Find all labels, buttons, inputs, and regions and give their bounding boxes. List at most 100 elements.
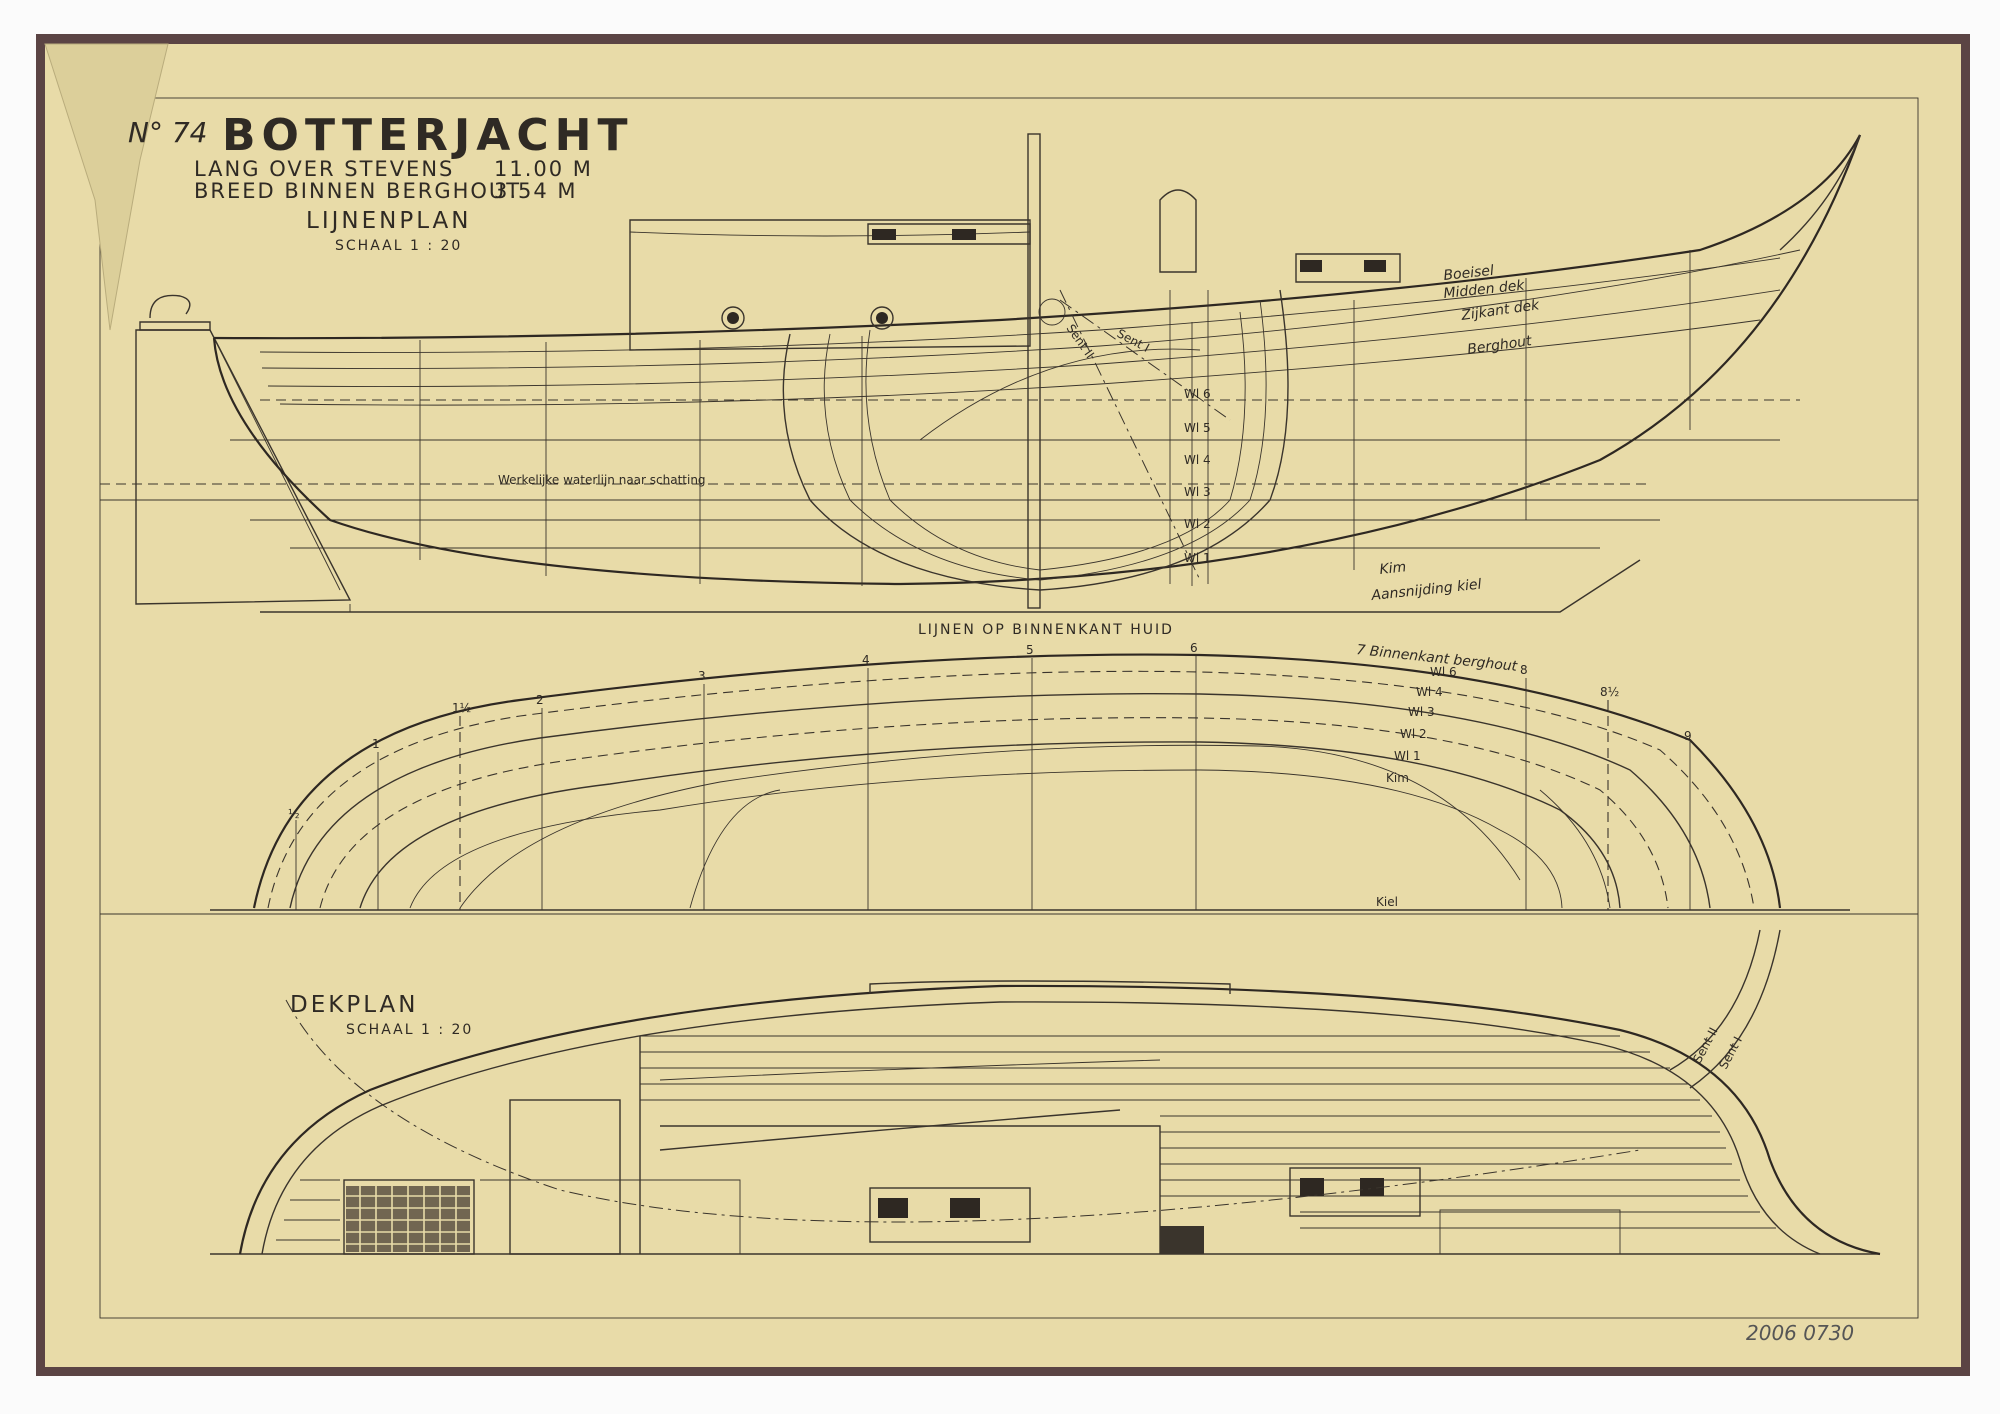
spec-beam-label: BREED BINNEN BERGHOUT — [194, 179, 521, 203]
mast — [1027, 133, 1041, 609]
deck-skylight-aft — [869, 1187, 1031, 1243]
hb-station-label-2: 2 — [536, 693, 544, 707]
forward-hatch — [1295, 253, 1401, 283]
porthole-2-glass — [876, 312, 888, 324]
body-section-aft-3 — [865, 329, 1041, 571]
boeisel-line — [259, 257, 1781, 353]
deckhouse — [629, 219, 1031, 351]
title-block: N° 74 BOTTERJACHT LANG OVER STEVENS 11.0… — [128, 110, 627, 254]
hb-wl-4 — [289, 692, 1711, 909]
deck-diagonal — [285, 999, 1641, 1223]
deck-skylight-fwd-pane-1 — [1300, 1178, 1324, 1196]
hb-station-label-1-5: 1½ — [452, 701, 471, 715]
hb-label-wl-6: Wl 6 — [1430, 665, 1457, 679]
hb-wl-6 — [267, 670, 1755, 909]
deck-skylight-aft-pane-2 — [950, 1198, 980, 1218]
grating-pattern — [346, 1186, 470, 1252]
label-wl-5: Wl 5 — [1184, 421, 1211, 435]
cabin-sill — [659, 1059, 1161, 1081]
deck-inner-outline — [261, 1001, 1821, 1255]
body-section-aft-1 — [782, 333, 1041, 591]
hb-label-wl-2: Wl 2 — [1400, 727, 1427, 741]
hb-station-label-5: 5 — [1026, 643, 1034, 657]
keel-line — [260, 559, 1641, 613]
tiller-head — [149, 294, 191, 319]
label-boeisel: Boeisel — [1443, 263, 1495, 284]
deck-skylight-fwd — [1289, 1167, 1421, 1217]
hb-wl-3 — [319, 717, 1669, 909]
hb-station-label-8: 8 — [1520, 663, 1528, 677]
sent-1-line — [1689, 929, 1781, 1089]
deck-skylight-aft-pane-1 — [878, 1198, 908, 1218]
inner-frame — [99, 97, 1919, 1319]
aft-cockpit — [480, 1179, 741, 1254]
label-wl-2: Wl 2 — [1184, 517, 1211, 531]
hb-station-label-3: 3 — [698, 669, 706, 683]
hb-label-wl-4: Wl 4 — [1416, 685, 1443, 699]
hb-label-wl-3: Wl 3 — [1408, 705, 1435, 719]
body-section-aft-2 — [823, 333, 1041, 581]
porthole-1 — [721, 306, 745, 330]
porthole-1-glass — [727, 312, 739, 324]
diagonal-sent-1 — [1059, 299, 1231, 421]
mast-post — [1159, 189, 1197, 273]
hb-section-8 — [1539, 789, 1611, 909]
berghout-line — [279, 319, 1761, 406]
label-wl-3: Wl 3 — [1184, 485, 1211, 499]
fore-compartment — [1439, 1209, 1621, 1254]
hb-station-label-8-5: 8½ — [1600, 685, 1619, 699]
deck-outline — [238, 984, 1881, 1256]
hb-label-wl-1: Wl 1 — [1394, 749, 1421, 763]
body-section-fwd-1 — [1039, 289, 1289, 591]
body-diagonal-curve — [919, 348, 1201, 441]
cabin-outline — [660, 1125, 1161, 1254]
hatch-pane-2 — [1364, 260, 1386, 272]
spec-length-label: LANG OVER STEVENS — [194, 157, 454, 181]
aft-planks — [276, 1179, 340, 1241]
hb-station-label-half: ½ — [288, 807, 300, 821]
hb-label-kiel: Kiel — [1376, 895, 1398, 909]
spec-length-value: 11.00 M — [494, 157, 593, 181]
midden-dek-line — [261, 249, 1801, 369]
hb-binnenkant-berghout — [252, 653, 1782, 909]
skylight-aft — [867, 223, 1031, 245]
aft-locker — [509, 1099, 621, 1255]
zijkant-dek-line — [267, 289, 1781, 387]
hull-sheer-line — [213, 134, 1861, 340]
label-waterlijn-note: Werkelijke waterlijn naar schatting — [498, 473, 706, 487]
label-kim: Kim — [1379, 559, 1407, 578]
hb-wl-1 — [409, 769, 1563, 909]
cabin-beam — [659, 1109, 1121, 1151]
sent-2-line — [1669, 929, 1761, 1071]
body-section-fwd-2 — [1039, 299, 1267, 581]
hb-station-label-6: 6 — [1190, 641, 1198, 655]
drawing-number: N° 74 — [128, 116, 207, 149]
stem-inner — [1779, 134, 1861, 251]
rudder-blade — [135, 329, 352, 605]
label-wl-4: Wl 4 — [1184, 453, 1211, 467]
torn-corner — [44, 43, 169, 331]
skylight-pane-1 — [872, 229, 896, 240]
hb-section-3 — [689, 789, 781, 909]
halfbreadth-heading: LIJNEN OP BINNENKANT HUID — [918, 622, 1174, 638]
body-section-fwd-3 — [1039, 311, 1246, 571]
porthole-3 — [1038, 298, 1066, 326]
deck-coaming — [869, 980, 1231, 994]
hatch-pane-1 — [1300, 260, 1322, 272]
porthole-2 — [870, 306, 894, 330]
hb-station-label-1: 1 — [372, 737, 380, 751]
aft-hatch-frame — [343, 1179, 475, 1255]
rudder-stock — [209, 329, 341, 591]
deck-skylight-fwd-pane-2 — [1360, 1178, 1384, 1196]
hb-label-kim: Kim — [1386, 771, 1409, 785]
hb-station-label-4: 4 — [862, 653, 870, 667]
deck-plan-title: DEKPLAN — [290, 992, 418, 1018]
hb-wl-2 — [359, 741, 1621, 909]
hb-station-label-9: 9 — [1684, 729, 1692, 743]
hb-kim — [459, 744, 1521, 909]
plan-title: LIJNENPLAN — [306, 208, 471, 234]
mast-step — [1160, 1226, 1204, 1254]
label-wl-1: Wl 1 — [1184, 551, 1211, 565]
